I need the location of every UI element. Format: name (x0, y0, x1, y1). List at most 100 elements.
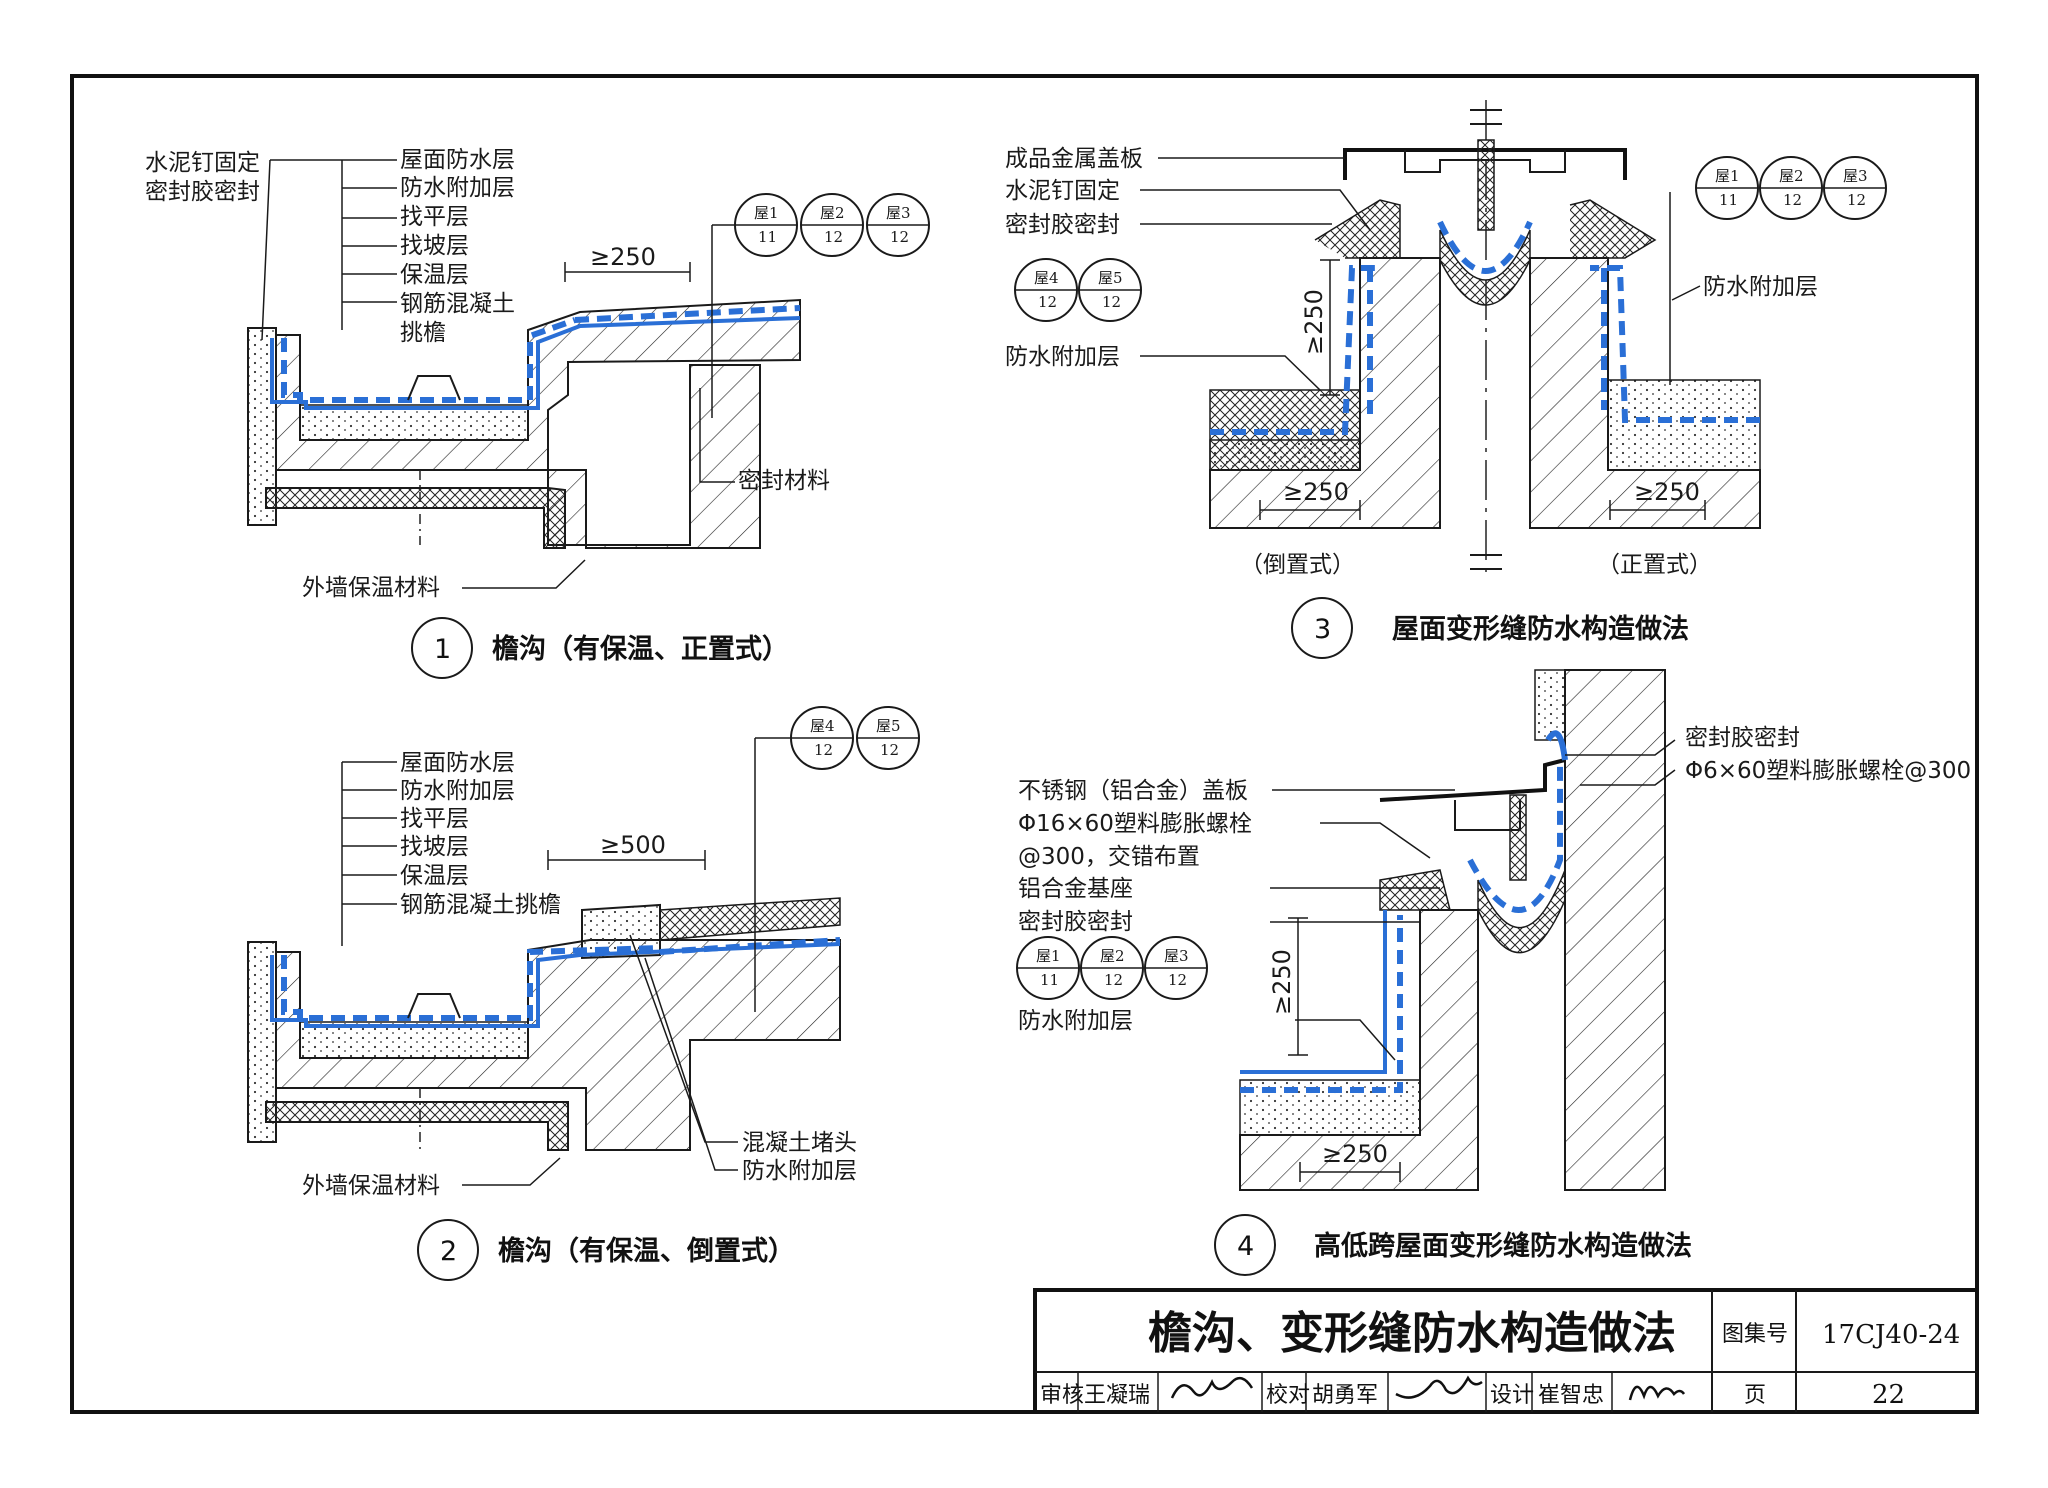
membrane-additional (281, 945, 661, 1021)
sub-left-label: （倒置式） (1240, 552, 1355, 578)
page-label: 页 (1744, 1383, 1766, 1408)
layer-label: 防水附加层 (400, 175, 515, 201)
ref-top: 屋4 (810, 717, 835, 735)
dim-500-d2: ≥500 (600, 831, 666, 859)
ref-bottom: 12 (1104, 971, 1123, 989)
layer-label: 找平层 (400, 806, 469, 832)
detail-1: ≥250 水泥钉固定 密封胶密封 屋面防水层 防水附加层 找平层 找坡层 保温层… (145, 147, 930, 679)
ref-top: 屋1 (1715, 167, 1740, 185)
callout-sealant: 密封胶密封 (145, 179, 260, 205)
ref-bottom: 12 (880, 741, 899, 759)
sheet-title: 檐沟、变形缝防水构造做法 (1148, 1308, 1676, 1359)
designer-name: 崔智忠 (1538, 1383, 1604, 1408)
base-label: 铝合金基座 (1018, 876, 1133, 902)
ref-group-d3-left: 屋4 12 屋5 12 (1014, 258, 1142, 322)
concrete-endcap (581, 903, 661, 960)
layer-label: 屋面防水层 (400, 147, 515, 173)
atlas-number: 17CJ40-24 (1822, 1320, 1960, 1350)
ref-bottom: 12 (1102, 293, 1121, 311)
dim-left-d3: ≥250 (1283, 478, 1349, 506)
ref-top: 屋1 (1036, 947, 1061, 965)
dim-horizontal-d4: ≥250 (1322, 1140, 1388, 1168)
layer-label: 挑檐 (400, 320, 446, 346)
layer-label: 防水附加层 (400, 778, 515, 804)
ref-bottom: 11 (1040, 971, 1059, 989)
high-sealant (1545, 730, 1568, 761)
cover-bolt (1509, 794, 1527, 881)
additional-label: 防水附加层 (1018, 1008, 1133, 1034)
detail-number: 2 (440, 1236, 457, 1267)
gutter-drain (407, 375, 461, 401)
ref-top: 屋1 (754, 204, 779, 222)
membrane-left (1210, 265, 1380, 435)
detail-caption: 檐沟（有保温、正置式） (492, 633, 789, 665)
layer-label: 找坡层 (400, 233, 469, 259)
detail-2: ≥500 屋面防水层 防水附加层 找平层 找坡层 保温层 钢筋混凝土挑檐 混凝土… (247, 706, 920, 1281)
membrane-main (270, 942, 841, 1028)
high-wall-finish (1534, 669, 1566, 741)
checker-signature (1395, 1375, 1483, 1399)
ref-top: 屋5 (876, 717, 901, 735)
detail-3: ≥250 ≥250 ≥250 成品金属盖板 水泥钉固定 密封胶密封 防水附加层 … (1005, 100, 1887, 659)
detail-number-circle (417, 1219, 479, 1281)
leveling-layer (299, 404, 529, 441)
joint-filler (1477, 869, 1566, 954)
detail-caption: 屋面变形缝防水构造做法 (1392, 613, 1689, 645)
additional-right-label: 防水附加层 (1703, 274, 1818, 300)
layer-label: 找平层 (400, 204, 469, 230)
membrane-top (659, 937, 841, 955)
detail-number-circle (1214, 1214, 1276, 1276)
joint-membrane (1437, 220, 1533, 274)
sub-right-label: （正置式） (1597, 552, 1712, 578)
ref-bottom: 11 (1719, 191, 1738, 209)
detail-caption: 檐沟（有保温、倒置式） (498, 1235, 795, 1267)
membrane-main (270, 316, 801, 410)
ref-top: 屋3 (1164, 947, 1189, 965)
ref-group-d1: 屋1 11 屋2 12 屋3 12 (734, 193, 930, 257)
anchor-bolt (1477, 139, 1495, 231)
ref-bottom: 12 (1847, 191, 1866, 209)
atlas-label: 图集号 (1722, 1322, 1788, 1347)
detail-4: ≥250 ≥250 不锈钢（铝合金）盖板 Φ16×60塑料膨胀螺栓 @300，交… (1016, 669, 1971, 1276)
bolt-spacing-label: @300，交错布置 (1018, 844, 1200, 870)
nail-fix-label: 水泥钉固定 (1005, 178, 1120, 204)
sealant-label: 密封胶密封 (1005, 212, 1120, 238)
title-block: 檐沟、变形缝防水构造做法 图集号 17CJ40-24 审核 王凝瑞 校对 胡勇军… (1033, 1288, 1979, 1414)
layer-label: 保温层 (400, 262, 469, 288)
page-number: 22 (1872, 1380, 1905, 1410)
ref-bottom: 12 (1168, 971, 1187, 989)
dim-vertical-d4: ≥250 (1268, 949, 1296, 1015)
stainless-cover (1379, 758, 1566, 802)
check-label: 校对 (1266, 1383, 1310, 1408)
layer-label: 钢筋混凝土挑檐 (400, 892, 561, 918)
review-label: 审核 (1040, 1383, 1084, 1408)
detail-number-circle (411, 617, 473, 679)
sealant-label: 密封材料 (738, 468, 830, 494)
membrane-top (574, 305, 801, 323)
high-wall (1564, 669, 1666, 1191)
dim-vertical-d3: ≥250 (1300, 289, 1328, 355)
layer-label: 屋面防水层 (400, 750, 515, 776)
detail-number-circle (1291, 597, 1353, 659)
additional-left-label: 防水附加层 (1005, 344, 1120, 370)
ref-top: 屋2 (820, 204, 845, 222)
design-label: 设计 (1490, 1383, 1534, 1408)
joint-filler (1439, 229, 1531, 306)
ref-top: 屋3 (886, 204, 911, 222)
eave-insulation (265, 1101, 569, 1151)
joint-membrane (1467, 760, 1563, 913)
wall-insulation-label: 外墙保温材料 (302, 1173, 440, 1199)
right-slope (1569, 199, 1657, 259)
detail-number: 3 (1314, 614, 1331, 645)
stainless-cover-label: 不锈钢（铝合金）盖板 (1018, 778, 1248, 804)
layer-label: 保温层 (400, 863, 469, 889)
endcap-label: 混凝土堵头 (742, 1130, 857, 1156)
inverted-insulation (659, 897, 841, 941)
reviewer-signature (1170, 1376, 1254, 1399)
right-bolt-label: Φ6×60塑料膨胀螺栓@300 (1685, 758, 1971, 784)
membrane-right (1590, 265, 1760, 423)
ref-bottom: 12 (1783, 191, 1802, 209)
detail-number: 4 (1237, 1231, 1254, 1262)
ref-top: 屋4 (1034, 269, 1059, 287)
